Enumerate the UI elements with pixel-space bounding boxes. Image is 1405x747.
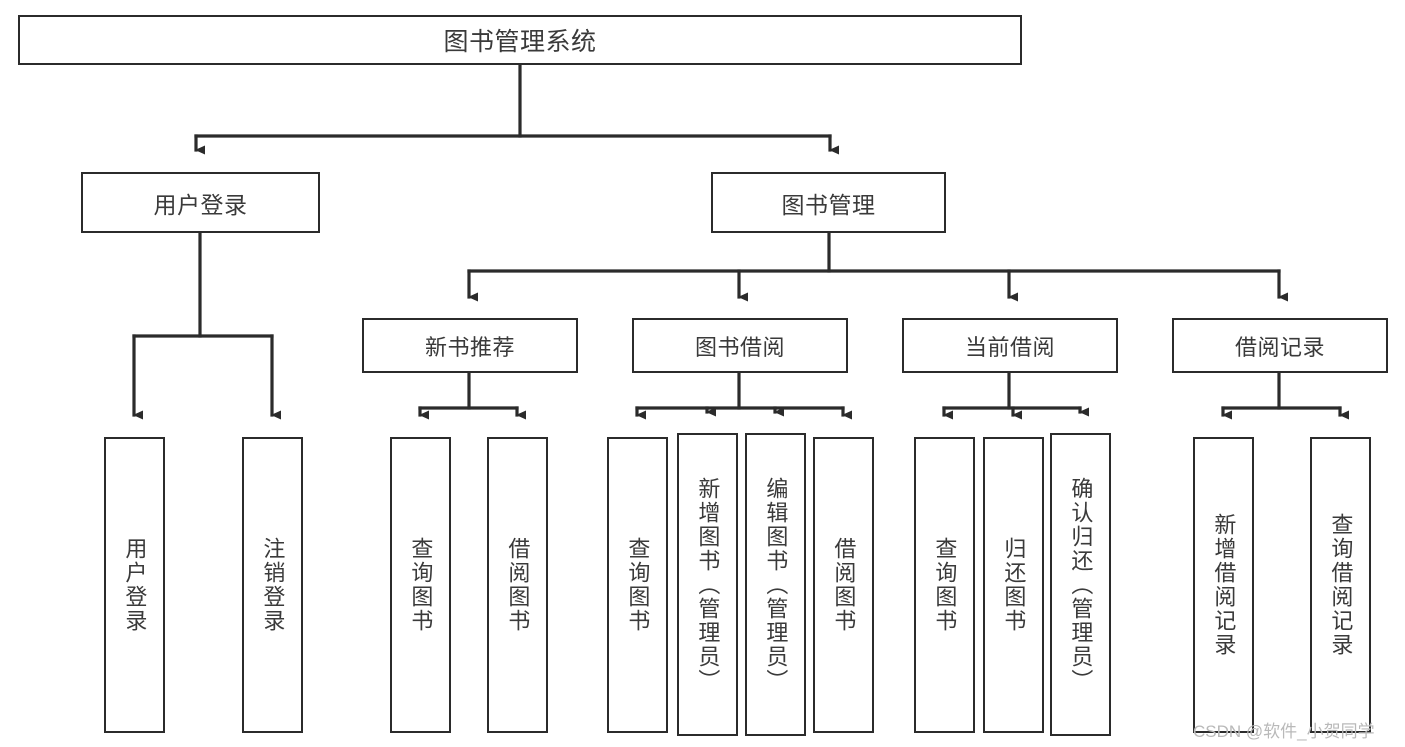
node-label: 借阅图书 (505, 537, 531, 633)
node-label: 查询图书 (625, 537, 651, 633)
node-label: 图书管理 (781, 191, 876, 218)
node-label: 新增借阅记录 (1211, 513, 1237, 657)
node-label: 借阅记录 (1234, 334, 1325, 360)
node-current-borrow[interactable]: 当前借阅 (902, 318, 1118, 373)
node-label: 新增图书（管理员） (695, 476, 721, 693)
leaf-newbook-query-book[interactable]: 查询图书 (390, 437, 451, 733)
leaf-current-confirm-return-admin[interactable]: 确认归还（管理员） (1050, 433, 1111, 736)
leaf-borrow-query-book[interactable]: 查询图书 (607, 437, 668, 733)
node-label: 新书推荐 (424, 334, 515, 360)
node-label: 图书管理系统 (443, 28, 597, 56)
node-new-book-recommend[interactable]: 新书推荐 (362, 318, 578, 373)
node-label: 当前借阅 (964, 334, 1055, 360)
leaf-borrow-edit-book-admin[interactable]: 编辑图书（管理员） (745, 433, 806, 736)
node-label: 编辑图书（管理员） (763, 476, 789, 693)
leaf-newbook-borrow-book[interactable]: 借阅图书 (487, 437, 548, 733)
leaf-user-login[interactable]: 用户登录 (104, 437, 165, 733)
node-label: 确认归还（管理员） (1068, 476, 1094, 693)
leaf-user-logout[interactable]: 注销登录 (242, 437, 303, 733)
node-book-borrow[interactable]: 图书借阅 (632, 318, 848, 373)
node-label: 用户登录 (122, 537, 148, 633)
leaf-current-return-book[interactable]: 归还图书 (983, 437, 1044, 733)
leaf-current-query-book[interactable]: 查询图书 (914, 437, 975, 733)
node-label: 注销登录 (260, 537, 286, 633)
node-label: 查询图书 (932, 537, 958, 633)
node-label: 查询借阅记录 (1328, 513, 1354, 657)
node-book-management[interactable]: 图书管理 (711, 172, 946, 233)
node-borrow-record[interactable]: 借阅记录 (1172, 318, 1388, 373)
node-root-system[interactable]: 图书管理系统 (18, 15, 1022, 65)
node-label: 图书借阅 (694, 334, 785, 360)
leaf-record-query-record[interactable]: 查询借阅记录 (1310, 437, 1371, 733)
node-label: 用户登录 (153, 191, 248, 218)
leaf-borrow-add-book-admin[interactable]: 新增图书（管理员） (677, 433, 738, 736)
node-user-login[interactable]: 用户登录 (81, 172, 320, 233)
leaf-borrow-lend-book[interactable]: 借阅图书 (813, 437, 874, 733)
node-label: 归还图书 (1001, 537, 1027, 633)
node-label: 借阅图书 (831, 537, 857, 633)
leaf-record-add-record[interactable]: 新增借阅记录 (1193, 437, 1254, 733)
node-label: 查询图书 (408, 537, 434, 633)
